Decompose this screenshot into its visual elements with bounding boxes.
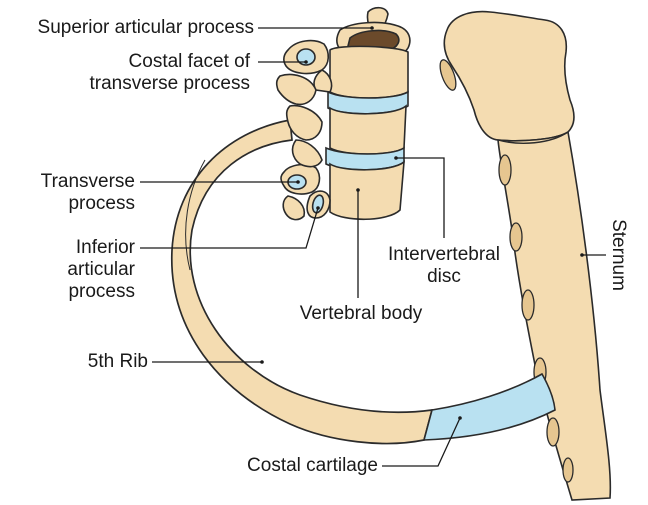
label-inferior-articular-process: Inferior articular process <box>10 237 135 303</box>
label-superior-articular-process: Superior articular process <box>4 17 254 39</box>
label-text-line-2: process <box>10 193 135 215</box>
costal-cartilage <box>424 374 555 440</box>
label-text-line-1: Intervertebral <box>376 244 512 266</box>
label-text-line-1: Transverse <box>10 171 135 193</box>
label-text: Superior articular process <box>4 17 254 39</box>
label-intervertebral-disc: Intervertebral disc <box>376 244 512 288</box>
label-transverse-process: Transverse process <box>10 171 135 215</box>
label-vertebral-body: Vertebral body <box>286 303 436 325</box>
label-text-line-2: transverse process <box>40 73 250 95</box>
label-text: Vertebral body <box>286 303 436 325</box>
label-costal-cartilage: Costal cartilage <box>200 455 378 477</box>
label-sternum: Sternum <box>607 219 629 291</box>
label-text: Costal cartilage <box>200 455 378 477</box>
label-text-line-3: process <box>10 281 135 303</box>
label-fifth-rib: 5th Rib <box>40 351 148 373</box>
label-text-line-2: articular <box>10 259 135 281</box>
label-costal-facet-of-transverse-process: Costal facet of transverse process <box>40 51 250 95</box>
label-text-line-1: Inferior <box>10 237 135 259</box>
label-text: 5th Rib <box>40 351 148 373</box>
label-text-line-1: Costal facet of <box>40 51 250 73</box>
label-text-line-2: disc <box>376 266 512 288</box>
vertebral-column <box>277 8 410 220</box>
